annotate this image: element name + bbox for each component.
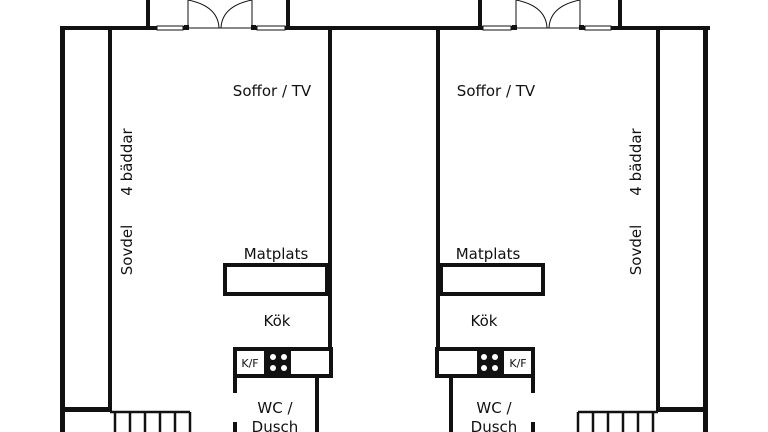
- sleep-area-bottom-wall: [656, 407, 708, 412]
- vestibule-wall: [618, 0, 622, 30]
- bathroom-wall: [233, 376, 237, 393]
- window: [482, 25, 612, 31]
- room-label-living: Soffor / TV: [457, 82, 536, 100]
- room-label-sleep: Sovdel: [627, 225, 645, 276]
- partition-wall: [436, 28, 440, 348]
- stove-icon: [477, 350, 502, 375]
- room-label-bath: WC /: [257, 399, 293, 417]
- dining-table: [439, 263, 545, 296]
- stove-icon: [266, 350, 291, 375]
- room-label-beds: 4 bäddar: [627, 127, 645, 195]
- double-door[interactable]: [512, 0, 584, 30]
- room-label-living: Soffor / TV: [233, 82, 312, 100]
- room-label-kitchen: Kök: [264, 312, 291, 330]
- door-swing-arc: [187, 0, 220, 29]
- door-frame: [251, 25, 256, 30]
- outer-wall: [60, 26, 65, 432]
- room-label-bath: Dusch: [252, 418, 299, 432]
- sleep-area-bottom-wall: [60, 407, 112, 412]
- room-label-bath: WC /: [476, 399, 512, 417]
- bathroom-wall: [233, 422, 237, 432]
- room-label-dining: Matplats: [244, 245, 309, 263]
- unit-left: [60, 0, 333, 432]
- fridge-label: K/F: [509, 357, 526, 370]
- window: [156, 25, 286, 31]
- stairs: [576, 410, 658, 432]
- double-door[interactable]: [184, 0, 256, 30]
- door-frame: [512, 25, 517, 30]
- outer-wall: [703, 26, 708, 432]
- unit-right: [435, 0, 708, 432]
- stairs: [110, 410, 192, 432]
- bathroom-wall: [531, 422, 535, 432]
- vestibule-wall: [286, 0, 290, 30]
- sleep-area-wall: [656, 28, 660, 412]
- sleep-area-wall: [108, 28, 112, 412]
- door-swing-arc: [548, 0, 581, 29]
- door-frame: [184, 25, 189, 30]
- room-label-dining: Matplats: [456, 245, 521, 263]
- vestibule-wall: [146, 0, 150, 30]
- vestibule-wall: [478, 0, 482, 30]
- door-swing-arc: [515, 0, 548, 29]
- dining-table: [223, 263, 329, 296]
- bathroom-wall: [315, 376, 319, 432]
- bathroom-wall: [449, 376, 453, 432]
- bathroom-wall: [531, 376, 535, 393]
- door-frame: [579, 25, 584, 30]
- partition-wall: [328, 28, 332, 348]
- top-wall: [60, 26, 710, 30]
- room-label-sleep: Sovdel: [118, 225, 136, 276]
- door-swing-arc: [220, 0, 253, 29]
- room-label-beds: 4 bäddar: [118, 127, 136, 195]
- room-label-kitchen: Kök: [471, 312, 498, 330]
- room-label-bath: Dusch: [471, 418, 518, 432]
- fridge-label: K/F: [241, 357, 258, 370]
